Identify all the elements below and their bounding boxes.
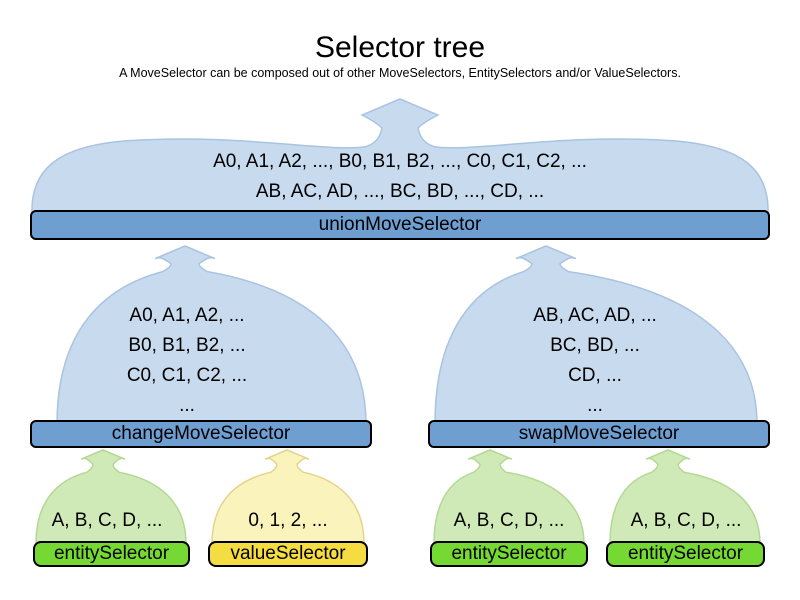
entity1-items: A, B, C, D, ...	[51, 510, 163, 531]
entity1-selector-shape	[35, 449, 187, 545]
swap-selector-shape	[434, 245, 758, 425]
entity2-selector-shape	[433, 449, 585, 545]
change-items-line: B0, B1, B2, ...	[128, 335, 246, 356]
entity-selector-label: entitySelector	[53, 543, 170, 564]
page-subtitle: A MoveSelector can be composed out of ot…	[119, 66, 681, 80]
swap-items-line: CD, ...	[568, 365, 622, 386]
value-selector-bar: valueSelector	[208, 541, 368, 567]
entity3-selector-shape	[609, 449, 761, 545]
change-move-selector-bar: changeMoveSelector	[30, 420, 372, 448]
entity-selector-bar-2: entitySelector	[430, 541, 588, 567]
union-move-selector-bar: unionMoveSelector	[30, 210, 770, 240]
value1-items: 0, 1, 2, ...	[248, 510, 328, 531]
change-items-line: ...	[179, 395, 195, 416]
page-title: Selector tree	[314, 31, 486, 64]
swap-move-selector-bar: swapMoveSelector	[428, 420, 770, 448]
entity3-items: A, B, C, D, ...	[630, 510, 742, 531]
change-items-line: A0, A1, A2, ...	[129, 305, 245, 326]
union-selector-items: A0, A1, A2, ..., B0, B1, B2, ..., C0, C1…	[100, 147, 700, 207]
union-items-line: A0, A1, A2, ..., B0, B1, B2, ..., C0, C1…	[213, 151, 587, 172]
swap-selector-items: AB, AC, AD, ... BC, BD, ... CD, ... ...	[445, 301, 745, 421]
swap-items-line: AB, AC, AD, ...	[533, 305, 657, 326]
change-items-line: C0, C1, C2, ...	[126, 365, 248, 386]
union-selector-shape	[31, 98, 769, 217]
union-items-line: AB, AC, AD, ..., BC, BD, ..., CD, ...	[255, 181, 545, 202]
swap-items-line: ...	[587, 395, 603, 416]
entity-selector-label: entitySelector	[451, 543, 567, 564]
entity2-items: A, B, C, D, ...	[453, 510, 565, 531]
change-move-selector-label: changeMoveSelector	[111, 423, 291, 444]
change-selector-shape	[56, 245, 367, 425]
value1-selector-shape	[211, 449, 365, 545]
entity-selector-label: entitySelector	[627, 543, 744, 564]
union-move-selector-label: unionMoveSelector	[318, 214, 482, 235]
value-selector-label: valueSelector	[230, 543, 346, 564]
entity-selector-bar-1: entitySelector	[33, 541, 190, 567]
swap-items-line: BC, BD, ...	[550, 335, 640, 356]
change-selector-items: A0, A1, A2, ... B0, B1, B2, ... C0, C1, …	[37, 301, 337, 421]
entity-selector-bar-3: entitySelector	[606, 541, 765, 567]
swap-move-selector-label: swapMoveSelector	[518, 423, 680, 444]
